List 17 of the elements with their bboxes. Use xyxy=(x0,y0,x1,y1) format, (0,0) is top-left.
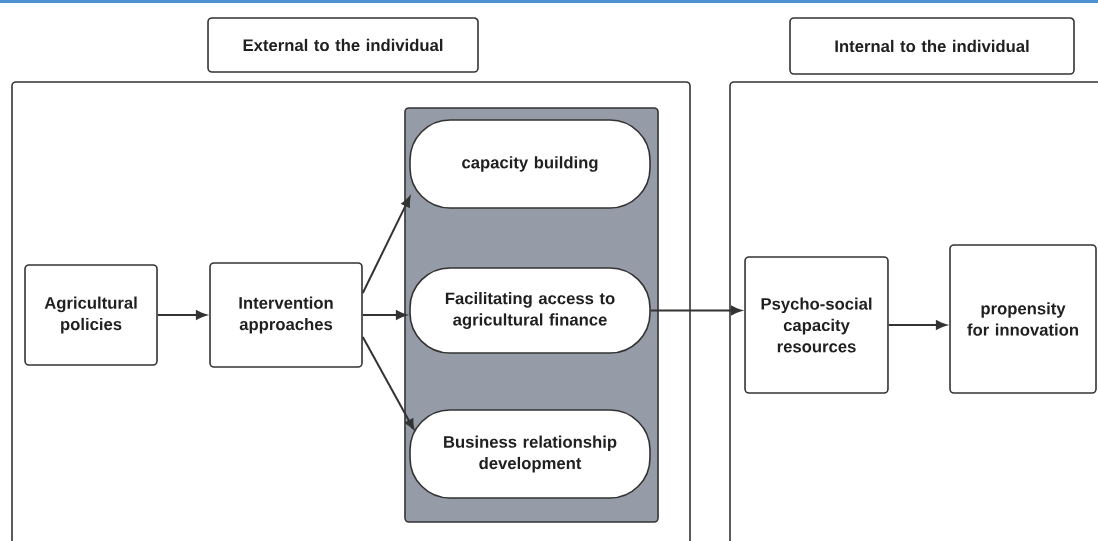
group-frame xyxy=(729,81,1098,541)
rounded-box: Business relationship development xyxy=(409,409,651,499)
arrow xyxy=(361,310,407,320)
process-box: Intervention approaches xyxy=(209,262,363,368)
heading-box: Internal to the individual xyxy=(789,17,1075,75)
arrow xyxy=(361,196,411,294)
process-box: Psycho-social capacity resources xyxy=(744,256,889,394)
process-box: Agricultural policies xyxy=(24,264,158,366)
arrow xyxy=(361,336,415,430)
arrow xyxy=(649,305,742,316)
arrow xyxy=(887,320,947,330)
process-box: propensity for innovation xyxy=(949,244,1097,394)
rounded-box: Facilitating access to agricultural finance xyxy=(409,267,651,354)
rounded-box: capacity building xyxy=(409,119,651,209)
group-frame xyxy=(11,81,691,541)
heading-box: External to the individual xyxy=(207,17,479,73)
arrow xyxy=(156,310,207,320)
